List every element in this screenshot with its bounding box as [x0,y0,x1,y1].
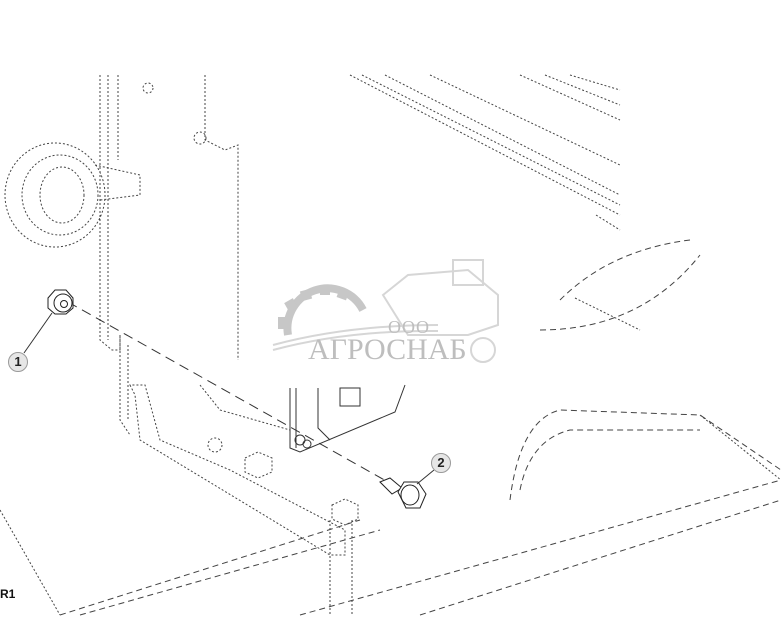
assembly-axis-line [67,301,421,501]
callout-1: 1 [8,352,28,372]
callout-2: 2 [431,453,451,473]
watermark-company-name: АГРОСНАБ [308,333,467,366]
part-2-flange-bolt [379,477,427,509]
control-module [289,384,406,453]
hub-assembly [4,142,106,248]
part-1-flange-nut [47,289,74,315]
watermark-logo: ООО АГРОСНАБ [268,255,533,380]
figure-label: R1 [0,587,16,601]
frame-plate [99,75,121,351]
mounting-bracket [129,384,346,556]
gear-combine-icon [272,259,499,363]
watermark-prefix: ООО [388,317,430,337]
